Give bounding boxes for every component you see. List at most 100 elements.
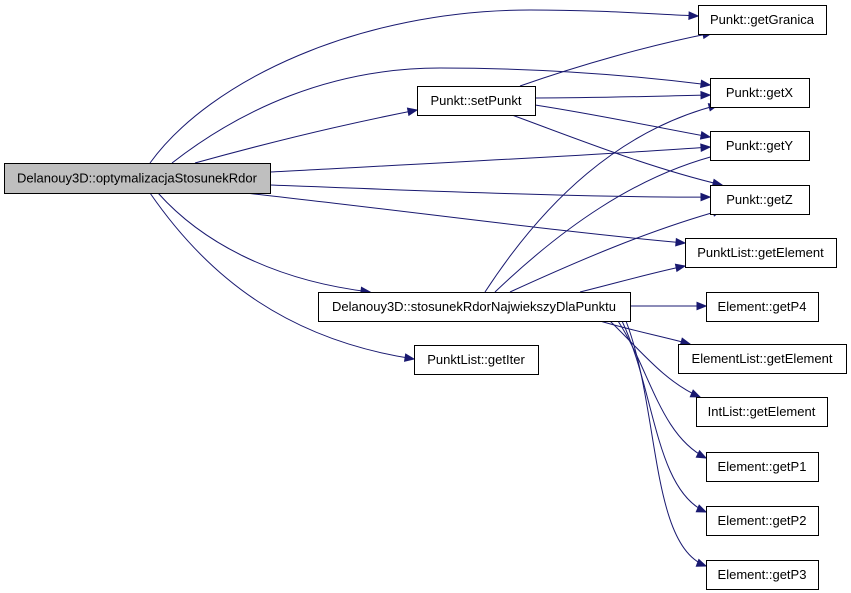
edge-root-to-getY — [269, 143, 712, 173]
edge-stosunek-to-il_getElement — [609, 320, 702, 398]
node-getGranica[interactable]: Punkt::getGranica — [698, 5, 827, 35]
node-box — [414, 345, 539, 375]
edge-root-to-getGranica — [149, 9, 700, 164]
node-label: Punkt::getY — [726, 138, 794, 153]
edge-line — [625, 320, 707, 567]
edge-line — [621, 320, 707, 513]
node-label: Punkt::getZ — [726, 192, 793, 207]
call-edges — [149, 9, 724, 567]
edge-line — [244, 192, 686, 244]
edge-stosunek-to-getY — [494, 152, 724, 293]
node-getX[interactable]: Punkt::getX — [710, 78, 810, 108]
node-label: Punkt::getGranica — [710, 12, 815, 27]
node-setPunkt[interactable]: Punkt::setPunkt — [417, 86, 536, 116]
node-box — [698, 5, 827, 35]
edge-line — [269, 146, 711, 173]
arrowhead-icon — [695, 449, 708, 459]
edge-stosunek-to-getP3 — [625, 320, 708, 567]
arrowhead-icon — [675, 237, 687, 247]
arrowhead-icon — [695, 558, 708, 567]
call-nodes: Delanouy3D::optymalizacjaStosunekRdorPun… — [4, 5, 847, 590]
node-label: Delanouy3D::stosunekRdorNajwiekszyDlaPun… — [332, 299, 616, 314]
edge-line — [157, 192, 371, 293]
edge-line — [149, 9, 699, 164]
edge-stosunek-to-pl_getElement — [579, 263, 687, 293]
node-getY[interactable]: Punkt::getY — [710, 131, 810, 161]
arrowhead-icon — [689, 389, 702, 398]
edge-line — [519, 32, 713, 87]
edge-root-to-getIter — [149, 192, 416, 362]
node-pl_getElement[interactable]: PunktList::getElement — [685, 238, 837, 268]
node-box — [678, 344, 847, 374]
node-box — [710, 78, 810, 108]
node-box — [710, 131, 810, 161]
edge-line — [171, 67, 711, 164]
node-box — [706, 452, 819, 482]
arrowhead-icon — [695, 504, 708, 513]
node-label: ElementList::getElement — [692, 351, 833, 366]
edge-root-to-getX — [171, 67, 712, 164]
edge-stosunek-to-getP2 — [621, 320, 708, 513]
node-label: Punkt::getX — [726, 85, 794, 100]
node-getP4[interactable]: Element::getP4 — [706, 292, 819, 322]
node-box — [696, 397, 828, 427]
arrowhead-icon — [699, 131, 712, 140]
node-label: Element::getP1 — [718, 459, 807, 474]
arrowhead-icon — [700, 79, 712, 89]
edge-setPunkt-to-getX — [534, 90, 712, 100]
edge-setPunkt-to-getGranica — [519, 30, 714, 87]
arrowhead-icon — [688, 11, 700, 20]
edge-root-to-getZ — [269, 184, 712, 202]
node-label: Element::getP2 — [718, 513, 807, 528]
edge-root-to-setPunkt — [194, 107, 419, 164]
arrowhead-icon — [406, 107, 419, 117]
edge-stosunek-to-getP4 — [630, 301, 708, 311]
edge-line — [534, 94, 711, 99]
edge-line — [617, 320, 707, 459]
edge-line — [534, 104, 711, 138]
node-stosunek[interactable]: Delanouy3D::stosunekRdorNajwiekszyDlaPun… — [318, 292, 631, 322]
node-box — [706, 292, 819, 322]
node-getP1[interactable]: Element::getP1 — [706, 452, 819, 482]
node-il_getElement[interactable]: IntList::getElement — [696, 397, 828, 427]
arrowhead-icon — [700, 90, 712, 100]
node-el_getElement[interactable]: ElementList::getElement — [678, 344, 847, 374]
arrowhead-icon — [403, 353, 416, 362]
node-box — [706, 560, 819, 590]
edge-line — [579, 265, 686, 293]
edge-line — [494, 153, 723, 293]
node-getP3[interactable]: Element::getP3 — [706, 560, 819, 590]
node-label: Element::getP4 — [718, 299, 807, 314]
node-getZ[interactable]: Punkt::getZ — [710, 185, 810, 215]
edge-root-to-pl_getElement — [244, 192, 687, 247]
node-box — [706, 506, 819, 536]
node-label: IntList::getElement — [708, 404, 816, 419]
node-getP2[interactable]: Element::getP2 — [706, 506, 819, 536]
edge-setPunkt-to-getY — [534, 104, 712, 140]
node-label: Element::getP3 — [718, 567, 807, 582]
node-getIter[interactable]: PunktList::getIter — [414, 345, 539, 375]
arrowhead-icon — [674, 263, 687, 273]
node-root[interactable]: Delanouy3D::optymalizacjaStosunekRdor — [4, 163, 271, 194]
edge-line — [269, 184, 711, 198]
node-box — [4, 163, 271, 194]
node-label: Punkt::setPunkt — [430, 93, 521, 108]
node-box — [685, 238, 837, 268]
node-box — [710, 185, 810, 215]
arrowhead-icon — [696, 301, 708, 311]
edge-line — [484, 104, 719, 293]
arrowhead-icon — [700, 143, 712, 153]
node-label: PunktList::getIter — [427, 352, 525, 367]
node-box — [417, 86, 536, 116]
edge-line — [149, 192, 415, 360]
edge-line — [509, 209, 723, 293]
node-label: Delanouy3D::optymalizacjaStosunekRdor — [17, 171, 258, 186]
edge-stosunek-to-getP1 — [617, 320, 708, 459]
edge-line — [511, 114, 723, 186]
edge-line — [609, 320, 701, 398]
node-label: PunktList::getElement — [697, 245, 824, 260]
node-box — [318, 292, 631, 322]
arrowhead-icon — [700, 192, 712, 202]
edge-line — [194, 109, 418, 164]
